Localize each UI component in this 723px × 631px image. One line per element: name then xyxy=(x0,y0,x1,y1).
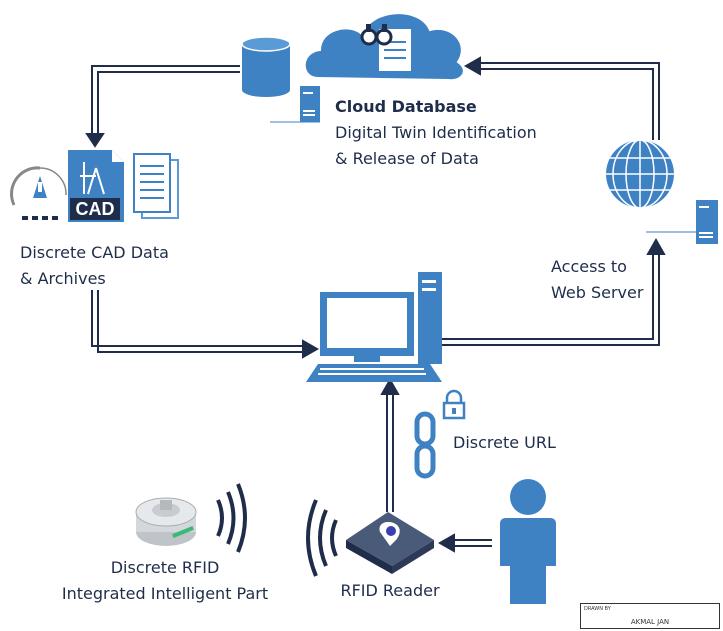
flow-web-to-cloud xyxy=(463,56,660,140)
flow-reader-to-computer xyxy=(380,377,400,512)
flow-computer-to-web xyxy=(440,237,666,346)
cad-icon-text: CAD xyxy=(76,199,115,219)
url-label: Discrete URL xyxy=(453,433,556,452)
database-icon xyxy=(241,36,291,97)
rfid-reader-signal-icon xyxy=(306,499,338,577)
web-server-icon xyxy=(646,200,718,244)
rfid-part-signal-icon xyxy=(216,483,247,553)
rfid-reader-icon xyxy=(346,512,434,574)
rfid-part-icon xyxy=(135,497,197,546)
binoculars-icon xyxy=(360,24,393,46)
drawing-stamp: DRAWN BY AKMAL JAN xyxy=(580,603,720,629)
web-label-line2: Web Server xyxy=(551,283,644,302)
web-label-line1: Access to xyxy=(551,257,627,276)
chain-link-icon xyxy=(414,411,436,479)
cloud-database-title: Cloud Database xyxy=(335,97,477,116)
lock-icon xyxy=(442,389,466,420)
cad-file-icon: CAD xyxy=(68,150,124,222)
gauge-icon xyxy=(10,166,67,220)
cloud-database-desc-line2: & Release of Data xyxy=(335,149,479,168)
cad-label-line2: & Archives xyxy=(20,269,106,288)
documents-icon xyxy=(133,153,179,219)
flow-cloud-to-cad xyxy=(85,65,240,148)
computer-icon xyxy=(306,272,442,382)
rfid-part-label-line1: Discrete RFID xyxy=(110,558,220,577)
rfid-part-label-line2: Integrated Intelligent Part xyxy=(61,584,269,603)
globe-icon xyxy=(606,139,674,209)
stamp-drawn-by-label: DRAWN BY xyxy=(584,606,611,612)
stamp-author: AKMAL JAN xyxy=(630,618,670,626)
cloud-icon xyxy=(303,12,465,82)
server-icon xyxy=(270,86,320,123)
cloud-database-desc-line1: Digital Twin Identification xyxy=(335,123,537,142)
rfid-reader-label: RFID Reader xyxy=(340,581,440,600)
user-icon xyxy=(500,479,556,604)
flow-cad-to-computer xyxy=(91,290,320,359)
cad-label-line1: Discrete CAD Data xyxy=(20,243,169,262)
flow-user-to-reader xyxy=(437,533,492,553)
